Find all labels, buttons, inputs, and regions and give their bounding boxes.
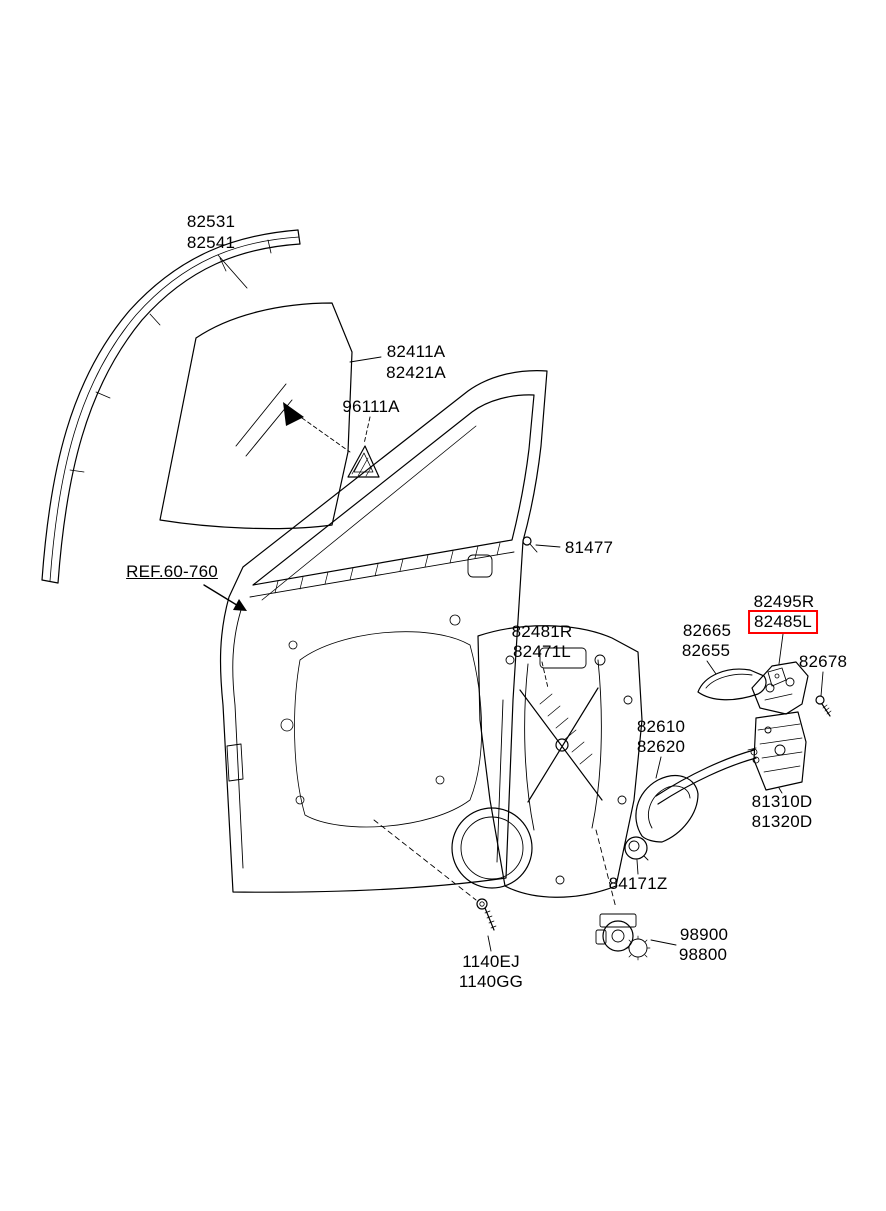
- part-label-bolt-1: 1140EJ: [462, 952, 520, 971]
- screw-81477: [523, 537, 537, 552]
- window-motor: [596, 914, 650, 960]
- part-label-outside-handle-2: 82655: [681, 641, 731, 660]
- part-label-bolt-2: 1140GG: [458, 972, 524, 991]
- handle-bracket: [752, 662, 808, 714]
- window-regulator: [452, 626, 642, 898]
- inside-handle-cable: [636, 749, 759, 842]
- part-label-motor-2: 98800: [678, 945, 728, 964]
- door-latch: [748, 712, 806, 790]
- outside-handle: [698, 668, 786, 700]
- part-label-glass-run-1: 82531: [186, 212, 236, 231]
- part-label-door-glass-1: 82411A: [386, 342, 446, 361]
- part-label-latch-2: 81320D: [751, 812, 813, 831]
- part-label-door-glass-2: 82421A: [386, 363, 446, 382]
- part-label-motor-1: 98900: [679, 925, 729, 944]
- part-label-screw-82678: 82678: [798, 652, 848, 671]
- part-label-handle-bracket-2-highlighted: 82485L: [748, 610, 818, 634]
- screw-82678: [816, 696, 831, 716]
- ref-arrow: [204, 585, 247, 611]
- part-label-grommet: 84171Z: [608, 874, 668, 893]
- part-label-glass-run-2: 82541: [186, 233, 236, 252]
- door-glass: [160, 303, 352, 529]
- part-label-tweeter: 96111A: [342, 397, 400, 416]
- glass-run-strip: [42, 230, 300, 583]
- grommet: [625, 837, 648, 860]
- part-label-regulator-2: 82471L: [513, 642, 571, 661]
- part-label-inside-handle-2: 82620: [636, 737, 686, 756]
- part-label-latch-1: 81310D: [751, 792, 813, 811]
- leader-lines: [218, 255, 823, 951]
- mounting-bolt: [477, 899, 496, 930]
- part-label-regulator-1: 82481R: [511, 622, 573, 641]
- part-label-handle-bracket-1: 82495R: [753, 592, 815, 611]
- part-label-screw-81477: 81477: [564, 538, 614, 557]
- ref-label: REF.60-760: [126, 562, 218, 581]
- part-label-inside-handle-1: 82610: [636, 717, 686, 736]
- door-panel: [221, 371, 547, 893]
- part-label-outside-handle-1: 82665: [682, 621, 732, 640]
